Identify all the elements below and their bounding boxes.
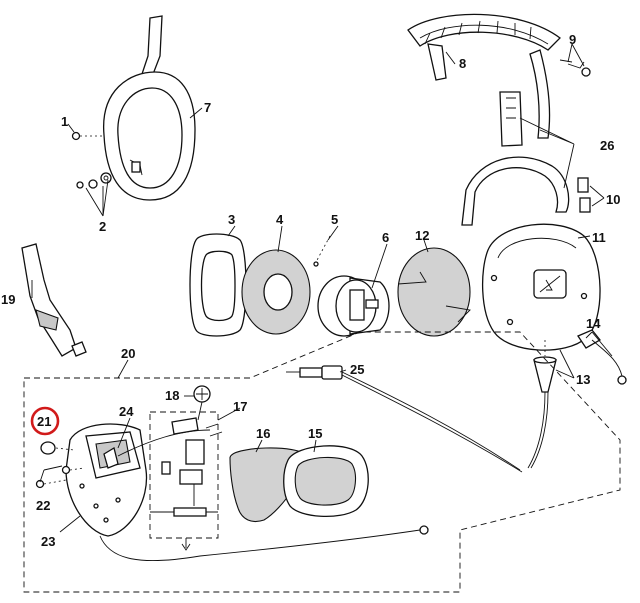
callout-3[interactable]: 3 (228, 212, 235, 227)
callout-8[interactable]: 8 (459, 56, 466, 71)
earcup-shell-part-11[interactable] (481, 223, 601, 351)
earcup-part-7[interactable] (103, 15, 196, 201)
washer-part-2[interactable] (76, 172, 112, 189)
ear-pad-part-15[interactable] (283, 445, 369, 518)
bracket-part-17[interactable] (171, 417, 199, 435)
callout-7[interactable]: 7 (204, 100, 211, 115)
callout-24[interactable]: 24 (119, 404, 134, 419)
callout-26[interactable]: 26 (600, 138, 614, 153)
callout-12[interactable]: 12 (415, 228, 429, 243)
callout-9[interactable]: 9 (569, 32, 576, 47)
circuit-components (149, 385, 223, 551)
callout-15[interactable]: 15 (308, 426, 322, 441)
callout-11[interactable]: 11 (592, 230, 606, 245)
callout-10[interactable]: 10 (606, 192, 620, 207)
speaker-part-6[interactable] (317, 275, 390, 337)
callout-13[interactable]: 13 (576, 372, 590, 387)
headband-cover-part-26[interactable] (461, 91, 570, 226)
foam-disc-part-12[interactable] (397, 247, 471, 337)
callout-6[interactable]: 6 (382, 230, 389, 245)
pin-part-5[interactable] (313, 235, 331, 267)
callout-1[interactable]: 1 (61, 114, 68, 129)
ear-seal-part-3[interactable] (189, 233, 247, 337)
callout-21[interactable]: 21 (37, 414, 51, 429)
callout-14[interactable]: 14 (586, 316, 601, 331)
nut-part-21[interactable] (40, 441, 75, 455)
screw-part-9[interactable] (559, 59, 591, 77)
foam-ring-part-4[interactable] (241, 249, 311, 335)
callout-18[interactable]: 18 (165, 388, 179, 403)
callout-4[interactable]: 4 (276, 212, 284, 227)
assembly-boundary-20 (23, 331, 621, 593)
screw-part-1[interactable] (71, 131, 105, 141)
screw-part-22[interactable] (35, 465, 85, 489)
callout-2[interactable]: 2 (99, 219, 106, 234)
callout-16[interactable]: 16 (256, 426, 270, 441)
leader-lines (31, 43, 613, 533)
highlight-ring-21 (30, 406, 60, 436)
mic-arm-part-19[interactable] (21, 243, 87, 357)
callout-25[interactable]: 25 (350, 362, 364, 377)
plug-part-25[interactable] (286, 365, 523, 473)
callout-labels: 1 2 3 4 5 6 7 8 9 10 11 12 13 14 15 16 1… (1, 32, 620, 549)
callout-5[interactable]: 5 (331, 212, 338, 227)
callout-23[interactable]: 23 (41, 534, 55, 549)
strain-relief-part-13[interactable] (527, 340, 557, 469)
callout-22[interactable]: 22 (36, 498, 50, 513)
mic-element-part-24[interactable] (103, 429, 211, 469)
clip-part-10[interactable] (577, 177, 591, 213)
callout-20[interactable]: 20 (121, 346, 135, 361)
headband-part-8[interactable] (407, 13, 561, 139)
callout-19[interactable]: 19 (1, 292, 15, 307)
callout-17[interactable]: 17 (233, 399, 247, 414)
